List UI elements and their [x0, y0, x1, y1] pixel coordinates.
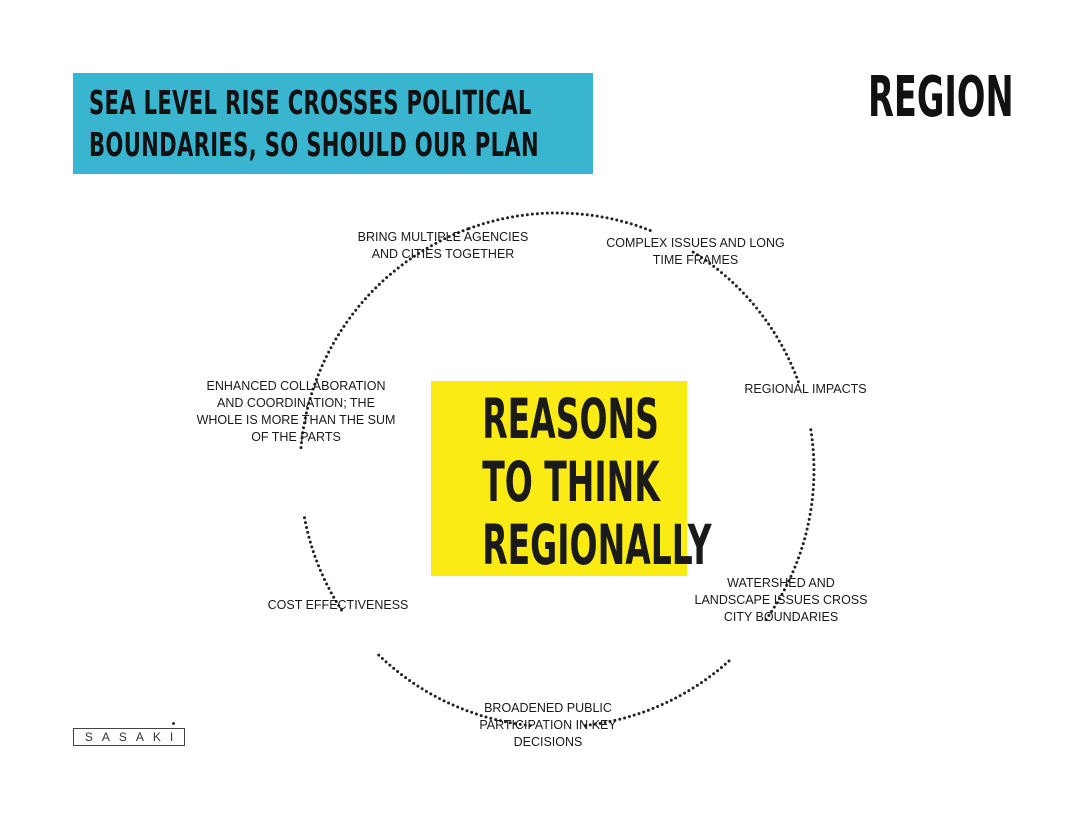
ring-arc-4 [582, 659, 731, 728]
center-line-2: TO THINK [482, 450, 660, 514]
reason-regional-impacts: REGIONAL IMPACTS [744, 382, 867, 396]
center-line-3: REGIONALLY [482, 513, 712, 577]
banner-title-line-2: BOUNDARIES, SO SHOULD OUR PLAN [89, 125, 540, 164]
reason-public-participation: BROADENED PUBLIC PARTICIPATION IN KEY DE… [479, 701, 617, 749]
center-line-1: REASONS [482, 387, 659, 451]
ring-arc-1 [467, 211, 655, 234]
banner-title-line-1: SEA LEVEL RISE CROSSES POLITICAL [89, 83, 532, 122]
ring-arc-2 [691, 250, 800, 384]
ring-arc-7 [299, 227, 471, 450]
center-callout: REASONS TO THINK REGIONALLY [431, 381, 712, 577]
ring-arc-6 [302, 513, 343, 612]
reason-complex-issues: COMPLEX ISSUES AND LONG TIME FRAMES [606, 236, 785, 267]
logo-text: SASAKI [84, 730, 183, 744]
reason-agencies-together: BRING MULTIPLE AGENCIES AND CITIES TOGET… [357, 230, 529, 261]
logo-dot [172, 722, 175, 725]
reason-cost-effectiveness: COST EFFECTIVENESS [267, 598, 409, 612]
ring-arc-3 [763, 428, 816, 623]
sasaki-logo: SASAKI [73, 728, 185, 746]
reason-watershed: WATERSHED AND LANDSCAPE ISSUES CROSS CIT… [694, 576, 868, 624]
reason-collaboration: ENHANCED COLLABORATION AND COORDINATION;… [196, 379, 396, 444]
ring-arc-5 [373, 650, 532, 728]
title-banner: SEA LEVEL RISE CROSSES POLITICAL BOUNDAR… [73, 73, 593, 174]
section-title: REGION [868, 65, 1014, 130]
